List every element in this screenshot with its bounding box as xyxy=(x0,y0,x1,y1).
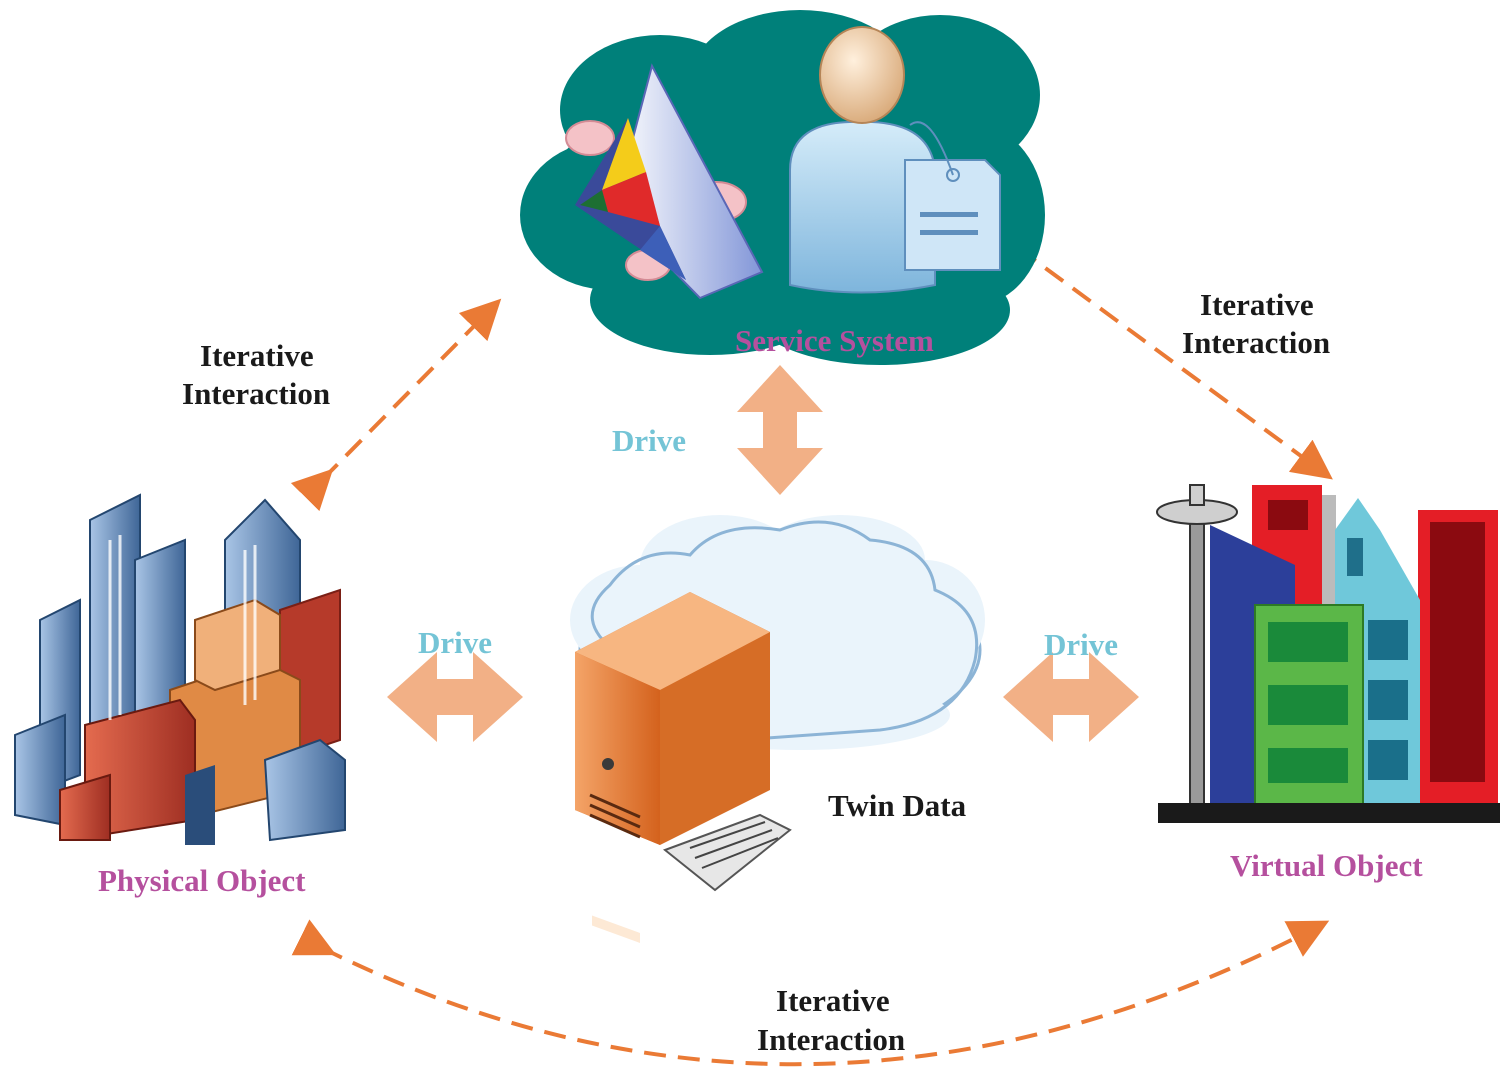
drive-label-left: Drive xyxy=(418,625,493,660)
twin-data-label: Twin Data xyxy=(828,788,967,823)
bottom-iterative-label-line1: Iterative xyxy=(776,983,890,1018)
drive-arrow-right xyxy=(1003,652,1139,742)
right-iterative-arrow xyxy=(986,217,1333,480)
right-iterative-label-line2: Interaction xyxy=(1182,325,1331,360)
virtual-object-label: Virtual Object xyxy=(1230,848,1423,883)
drive-arrows xyxy=(387,365,1139,742)
drive-arrow-vertical xyxy=(737,365,823,495)
service-cloud-icon xyxy=(520,10,1045,365)
left-iterative-label-line1: Iterative xyxy=(200,338,314,373)
right-iterative-label-line1: Iterative xyxy=(1200,287,1314,322)
virtual-buildings-icon xyxy=(1156,484,1500,823)
drive-label-top: Drive xyxy=(612,423,687,458)
iterative-arrows xyxy=(290,217,1333,1067)
left-iterative-arrow xyxy=(290,298,502,512)
service-system-label: Service System xyxy=(735,323,934,358)
physical-buildings-icon xyxy=(14,493,346,845)
bottom-iterative-label-line2: Interaction xyxy=(757,1022,906,1057)
physical-object-label: Physical Object xyxy=(98,863,306,898)
drive-arrow-left xyxy=(387,652,523,742)
bottom-iterative-arrow xyxy=(291,919,1330,1067)
server-cloud-icon xyxy=(570,515,985,943)
drive-label-right: Drive xyxy=(1044,627,1119,662)
left-iterative-label-line2: Interaction xyxy=(182,376,331,411)
